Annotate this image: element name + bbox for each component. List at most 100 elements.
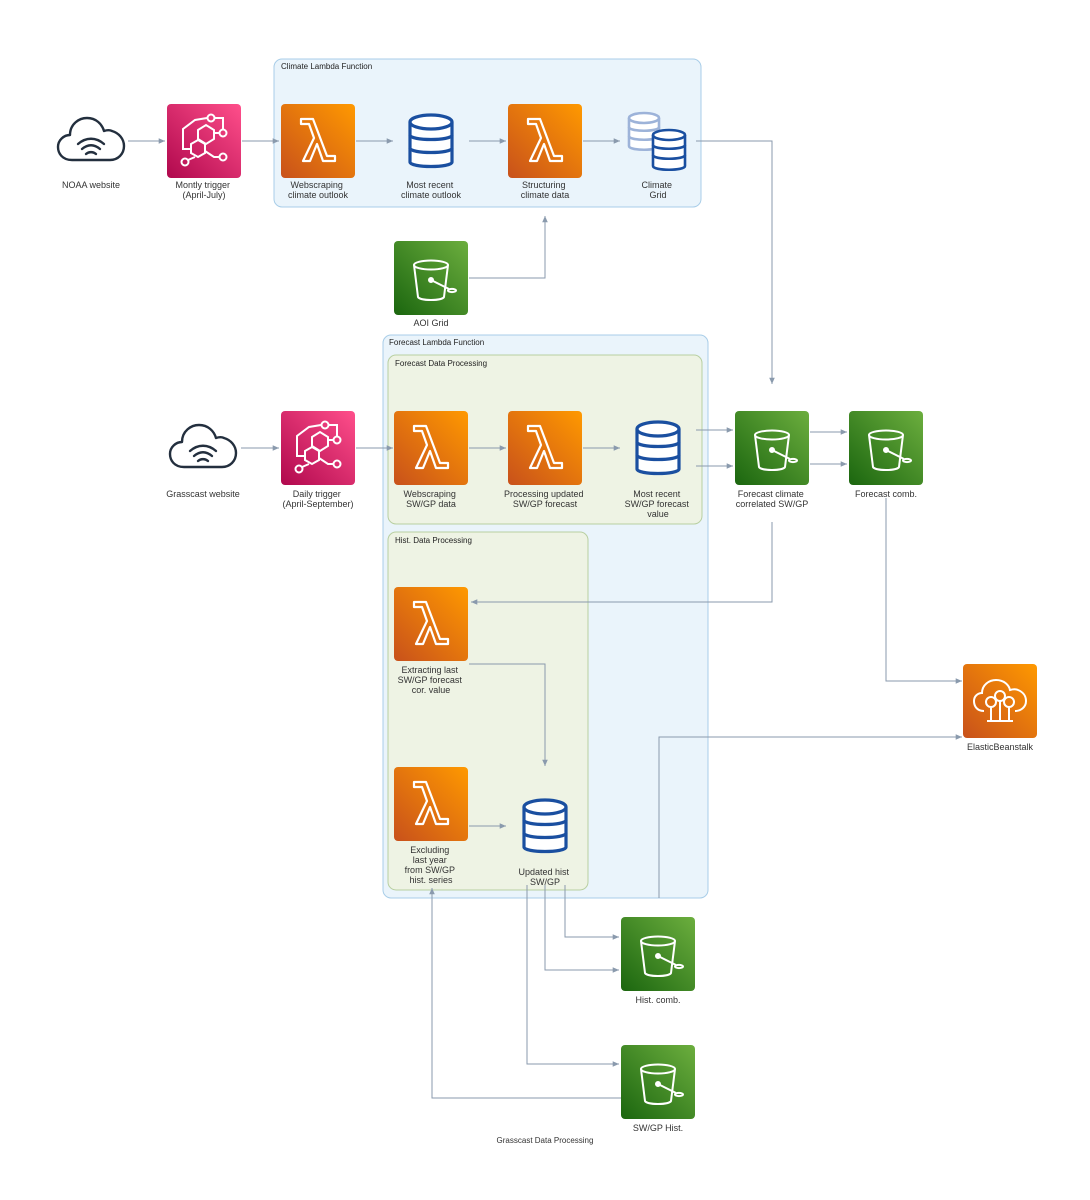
svg-text:Grasscast website: Grasscast website [166, 489, 240, 499]
edges [128, 138, 962, 1099]
lambda-icon [394, 587, 468, 661]
node-label: Most recent [406, 180, 454, 190]
edge-comb-to-beanstalk [885, 498, 962, 684]
eventbridge-icon [281, 411, 355, 485]
edge-grid-to-forecast-climate [696, 140, 775, 384]
node-hist-comb[interactable]: Hist. comb. [621, 917, 695, 1005]
node-processing-updated[interactable]: Processing updated SW/GP forecast [504, 411, 586, 509]
node-label: Updated hist [518, 867, 569, 877]
lambda-icon [394, 411, 468, 485]
node-webscraping-swgp[interactable]: Webscraping SW/GP data [394, 411, 468, 509]
node-label: value [647, 509, 669, 519]
node-label: ElasticBeanstalk [967, 742, 1034, 752]
svg-text:Excluding last year: Excluding last year from SW/GP hist. ser… [405, 845, 458, 885]
node-climate-grid[interactable]: Climate Grid [627, 111, 687, 200]
node-label: Montly trigger [175, 180, 230, 190]
node-webscraping-climate[interactable]: Webscraping climate outlook [281, 104, 355, 200]
node-label: (April-September) [282, 499, 353, 509]
edge-forecast-climate-to-extracting [471, 522, 773, 605]
node-label: SW/GP forecast [513, 499, 578, 509]
cluster-forecast-title: Forecast Lambda Function [389, 338, 484, 347]
node-label: SW/GP forecast [398, 675, 463, 685]
node-label: Webscraping [291, 180, 343, 190]
svg-text:Updated hist SW/GP: Updated hist SW/GP [518, 867, 571, 887]
lambda-icon [508, 104, 582, 178]
svg-text:Climate Grid: Climate Grid [641, 180, 674, 200]
s3-bucket-icon [394, 241, 468, 315]
node-label: SW/GP Hist. [633, 1123, 683, 1133]
node-label: AOI Grid [413, 318, 448, 328]
node-forecast-comb[interactable]: Forecast comb. [849, 411, 923, 499]
node-recent-climate[interactable]: Most recent climate outlook [401, 113, 462, 200]
node-label: climate outlook [288, 190, 349, 200]
lambda-icon [281, 104, 355, 178]
svg-text:Daily trigger (April-Sep: Daily trigger (April-September) [282, 489, 353, 509]
edge-hist-to-hist-comb-2 [544, 885, 619, 973]
node-excluding[interactable]: Excluding last year from SW/GP hist. ser… [394, 767, 468, 885]
node-label: Climate [641, 180, 672, 190]
node-label: correlated SW/GP [736, 499, 809, 509]
node-label: Structuring [522, 180, 566, 190]
svg-text:Most recent SW/GP foreca: Most recent SW/GP forecast value [625, 489, 692, 519]
node-label: cor. value [412, 685, 451, 695]
database-icon [635, 420, 681, 476]
node-label: SW/GP data [406, 499, 456, 509]
diagram-title: Grasscast Data Processing [497, 1136, 594, 1145]
node-label: Grid [649, 190, 666, 200]
svg-text:Hist. comb.: Hist. comb. [635, 995, 680, 1005]
node-recent-swgp[interactable]: Most recent SW/GP forecast value [625, 420, 692, 519]
eventbridge-icon [167, 104, 241, 178]
edge-hist-to-swgp-hist [526, 885, 619, 1067]
svg-text:Forecast climate correla: Forecast climate correlated SW/GP [736, 489, 809, 509]
elastic-beanstalk-icon [963, 664, 1037, 738]
node-structuring[interactable]: Structuring climate data [508, 104, 582, 200]
svg-text:Forecast comb.: Forecast comb. [855, 489, 917, 499]
node-label: climate outlook [401, 190, 462, 200]
node-label: Excluding [410, 845, 449, 855]
node-label: (April-July) [182, 190, 225, 200]
node-label: climate data [521, 190, 570, 200]
node-label: Hist. comb. [635, 995, 680, 1005]
node-swgp-hist[interactable]: SW/GP Hist. [621, 1045, 695, 1133]
cluster-climate-title: Climate Lambda Function [281, 62, 372, 71]
edge-hist-comb-to-beanstalk [658, 734, 962, 898]
node-label: Forecast climate [738, 489, 804, 499]
s3-bucket-icon [849, 411, 923, 485]
svg-text:Extracting last SW/GP fo: Extracting last SW/GP forecast cor. valu… [398, 665, 465, 695]
edge-aoi-to-structuring [469, 216, 548, 279]
svg-text:Webscraping SW/GP data: Webscraping SW/GP data [404, 489, 459, 509]
edge-extracting-to-updated-hist [469, 663, 548, 766]
node-label: SW/GP [530, 877, 560, 887]
node-label: last year [413, 855, 447, 865]
s3-bucket-icon [735, 411, 809, 485]
node-label: Processing updated [504, 489, 584, 499]
node-grasscast-website[interactable]: Grasscast website [166, 423, 240, 499]
database-icon [522, 798, 568, 854]
node-label: Webscraping [404, 489, 456, 499]
internet-cloud-icon [56, 116, 126, 162]
lambda-icon [394, 767, 468, 841]
node-noaa-website[interactable]: NOAA website [56, 116, 126, 190]
svg-text:SW/GP Hist.: SW/GP Hist. [633, 1123, 683, 1133]
node-elasticbeanstalk[interactable]: ElasticBeanstalk [963, 664, 1037, 752]
node-label: NOAA website [62, 180, 120, 190]
node-label: from SW/GP [405, 865, 455, 875]
node-label: Most recent [633, 489, 681, 499]
internet-cloud-icon [168, 423, 238, 469]
node-label: Grasscast website [166, 489, 240, 499]
node-extracting[interactable]: Extracting last SW/GP forecast cor. valu… [394, 587, 468, 695]
svg-text:Montly trigger (April-Ju: Montly trigger (April-July) [175, 180, 232, 200]
s3-bucket-icon [621, 1045, 695, 1119]
node-daily-trigger[interactable]: Daily trigger (April-September) [281, 411, 355, 509]
cluster-climate-lambda: Climate Lambda Function [273, 58, 702, 208]
cluster-hist-processing-title: Hist. Data Processing [395, 536, 472, 545]
edge-swgp-hist-to-excluding [429, 888, 621, 1099]
node-forecast-climate[interactable]: Forecast climate correlated SW/GP [735, 411, 809, 509]
svg-text:AOI Grid: AOI Grid [413, 318, 448, 328]
svg-text:ElasticBeanstalk: ElasticBeanstalk [967, 742, 1034, 752]
node-aoi-grid[interactable]: AOI Grid [394, 241, 468, 328]
database-icon [408, 113, 454, 169]
node-updated-hist[interactable]: Updated hist SW/GP [518, 798, 571, 887]
node-monthly-trigger[interactable]: Montly trigger (April-July) [167, 104, 241, 200]
